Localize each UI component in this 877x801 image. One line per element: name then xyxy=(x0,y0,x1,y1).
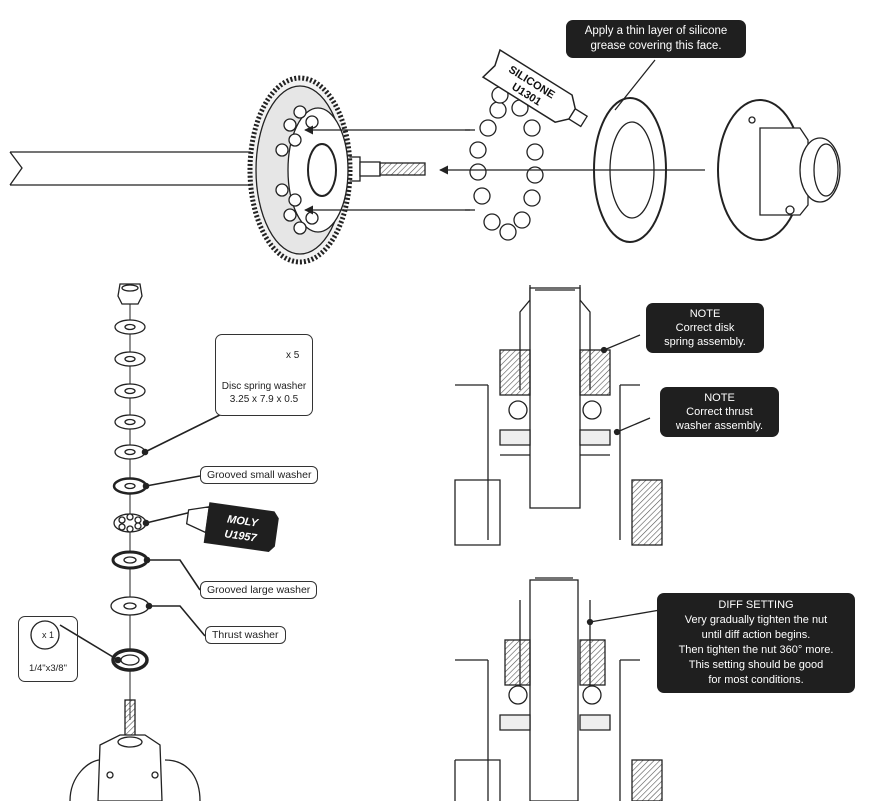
callout-line: grease covering this face. xyxy=(590,40,722,52)
grooved-large-washer xyxy=(111,550,149,570)
callout-line: Apply a thin layer of silicone xyxy=(584,25,728,37)
bearing-info-box: x 1 1/4"x3/8" xyxy=(18,616,78,682)
top-exploded-view xyxy=(9,59,841,265)
disc-spring-size: 3.25 x 7.9 x 0.5 xyxy=(229,394,299,405)
diff-setting-note: DIFF SETTING Very gradually tighten the … xyxy=(657,593,855,693)
note-title: DIFF SETTING xyxy=(718,599,794,611)
note-title: NOTE xyxy=(704,392,735,404)
bearing xyxy=(111,648,149,672)
note-line: This setting should be good xyxy=(688,659,824,671)
note-line: spring assembly. xyxy=(664,336,746,348)
disk-spring-note: NOTE Correct disk spring assembly. xyxy=(646,303,764,353)
shaft xyxy=(9,151,426,186)
grooved-small-washer-label: Grooved small washer xyxy=(200,466,319,484)
thrust-washer-label: Thrust washer xyxy=(205,626,286,644)
diff-hub xyxy=(717,99,841,241)
thrust-bearing-cage xyxy=(113,513,147,533)
note-line: Correct disk xyxy=(675,322,735,334)
note-line: Correct thrust xyxy=(686,406,753,418)
note-title: NOTE xyxy=(689,308,721,320)
note-line: Then tighten the nut 360° more. xyxy=(678,644,834,656)
spur-gear xyxy=(247,75,353,265)
moly-tube: MOLY U1957 xyxy=(185,502,279,552)
grooved-small-washer xyxy=(112,477,148,495)
left-leaders xyxy=(59,404,241,664)
bearing-size: 1/4"x3/8" xyxy=(29,663,67,674)
part-stack xyxy=(69,283,201,801)
silicone-leader xyxy=(614,59,656,111)
note-line: until diff action begins. xyxy=(701,629,811,641)
disc-spring-info-box: x 5 Disc spring washer 3.25 x 7.9 x 0.5 xyxy=(215,334,313,416)
assembly-arrows xyxy=(304,125,705,215)
thrust-washer xyxy=(110,596,150,616)
moly-code: U1957 xyxy=(224,528,259,545)
section-view-upper xyxy=(454,285,663,546)
disc-spring-qty: x 5 xyxy=(286,350,300,361)
note-line: washer assembly. xyxy=(675,420,764,432)
note-line: for most conditions. xyxy=(708,674,804,686)
silicone-grease-callout: Apply a thin layer of silicone grease co… xyxy=(566,20,746,58)
section-view-lower xyxy=(454,577,663,801)
bearing-qty: x 1 xyxy=(41,630,54,640)
grooved-large-washer-label: Grooved large washer xyxy=(200,581,318,599)
silicone-tube: SILICONE U1301 xyxy=(481,48,589,128)
note-line: Very gradually tighten the nut xyxy=(684,614,828,626)
thrust-washer-note: NOTE Correct thrust washer assembly. xyxy=(660,387,779,437)
disc-spring-washers xyxy=(114,319,146,460)
bearing-icon xyxy=(30,620,60,650)
disc-spring-name: Disc spring washer xyxy=(221,381,307,392)
moly-brand: MOLY xyxy=(226,513,260,529)
diff-balls xyxy=(469,86,544,241)
lock-nut xyxy=(117,283,143,305)
